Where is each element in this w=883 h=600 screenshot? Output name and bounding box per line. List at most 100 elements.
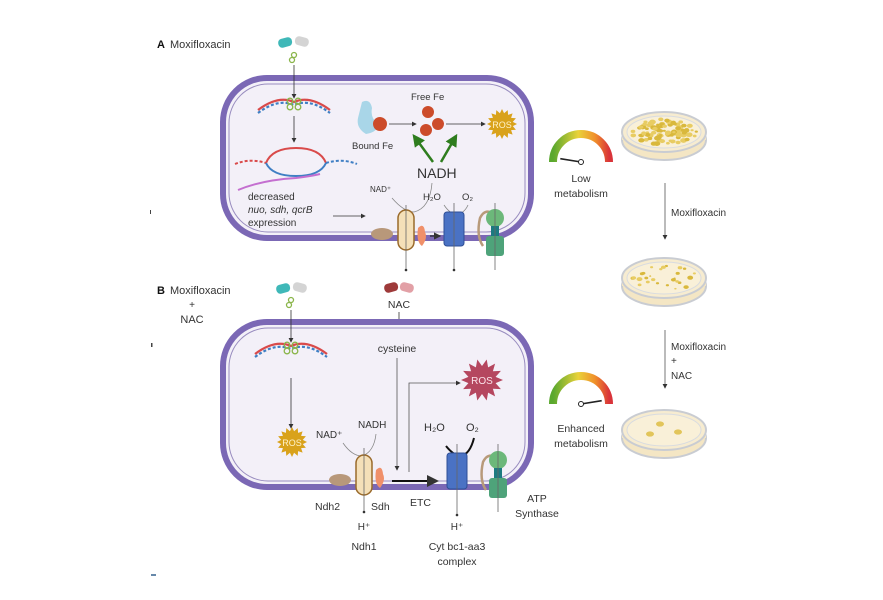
arrow2-label-line2: + (671, 356, 677, 367)
bound-iron-icon (373, 117, 387, 131)
colony (692, 272, 696, 275)
colony (641, 131, 647, 135)
colony (630, 129, 636, 134)
plate-moxifloxacin (621, 257, 707, 307)
colony (687, 275, 694, 280)
colony (686, 123, 693, 128)
colony (644, 132, 651, 137)
etc-label: ETC (410, 497, 431, 509)
colony (659, 267, 663, 271)
colony (690, 129, 694, 132)
colony (645, 280, 650, 284)
arrow2-label-line3: NAC (671, 371, 692, 382)
margin-mark (150, 210, 151, 214)
dna-gyrase-icon-b (254, 341, 328, 358)
ros-icon-b-right (461, 359, 503, 401)
colony (677, 266, 683, 270)
colony (685, 132, 693, 138)
colony (642, 122, 647, 126)
nad-plus-label-a: NAD⁺ (370, 185, 391, 194)
colony (638, 138, 645, 143)
panel-b-title-line1: Moxifloxacin (170, 285, 231, 297)
colony (637, 283, 642, 287)
colony (639, 272, 645, 276)
colony (661, 265, 666, 269)
colony (662, 124, 667, 128)
nac-label: NAC (388, 299, 411, 311)
moxifloxacin-capsule-icon-b (276, 282, 307, 309)
panel-a-title: Moxifloxacin (170, 39, 231, 51)
colony (681, 130, 688, 135)
ros-icon-a (487, 109, 517, 139)
colony (672, 122, 677, 126)
gauge-label-enhanced-2: metabolism (554, 438, 608, 450)
atp-label-line2: Synthase (515, 508, 559, 520)
nad-plus-label-b: NAD⁺ (316, 430, 342, 441)
nadh-arrow-right (439, 133, 458, 163)
h-plus-label-2: H⁺ (451, 522, 464, 533)
expression-label-line1: decreased (248, 192, 295, 203)
colony (684, 137, 690, 142)
colony (644, 127, 649, 131)
colony (675, 140, 681, 145)
colony (659, 139, 666, 144)
dna-gyrase-icon (257, 97, 331, 114)
colony (655, 282, 660, 285)
colony (675, 280, 679, 283)
arrow2-label-line1: Moxifloxacin (671, 342, 726, 353)
colony (653, 141, 661, 146)
ndh1-label: Ndh1 (351, 541, 376, 553)
atp-label-line1: ATP (527, 493, 547, 505)
colony (651, 278, 656, 282)
nadh-arrow-left (412, 133, 435, 163)
colony (630, 133, 637, 138)
h-plus-label-1: H⁺ (358, 522, 371, 533)
colony (664, 130, 672, 136)
colony (682, 267, 687, 270)
o2-label-b: O₂ (466, 422, 479, 434)
colony (658, 129, 664, 133)
nadh-label-b: NADH (358, 420, 386, 431)
h2o-label-a: H₂O (423, 192, 441, 203)
panel-b: B Moxifloxacin + NAC NAC R (157, 282, 613, 568)
expression-label-line2: nuo, sdh, qcrB (248, 205, 313, 216)
colony (692, 134, 697, 138)
plate-untreated (621, 111, 707, 161)
transcription-bubble-icon (234, 146, 358, 191)
colony (670, 278, 676, 282)
colony (658, 117, 664, 122)
gauge-label-enhanced-1: Enhanced (557, 423, 604, 435)
colony (662, 129, 666, 132)
colony (647, 136, 653, 141)
colony (672, 131, 676, 134)
panel-b-title-line2: + (189, 300, 195, 311)
colony (683, 285, 689, 289)
sdh-label: Sdh (371, 501, 390, 513)
colony (675, 132, 683, 138)
metabolism-gauge-low (549, 130, 613, 165)
o2-label-a: O₂ (462, 192, 473, 203)
panel-b-title-line3: NAC (180, 314, 203, 326)
colony (670, 139, 676, 144)
metabolism-gauge-enhanced (549, 372, 613, 407)
colony (664, 118, 670, 123)
margin-mark (151, 574, 156, 576)
iron-binding-protein-icon (357, 100, 378, 134)
colony (680, 128, 685, 132)
colony (644, 276, 649, 280)
nadh-label-a: NADH (417, 165, 457, 181)
ros-icon-b-left (277, 427, 307, 457)
colony (654, 135, 661, 141)
ros-label-b-right: ROS (471, 376, 493, 387)
panel-b-letter: B (157, 285, 165, 297)
colony (669, 133, 674, 137)
ndh2-label: Ndh2 (315, 501, 340, 513)
bound-fe-label: Bound Fe (352, 141, 393, 152)
sdh-protein-icon-b (375, 467, 384, 488)
ros-label-a: ROS (492, 120, 512, 130)
moxifloxacin-capsule-icon (278, 36, 309, 64)
cyt-label-line2: complex (437, 556, 477, 568)
gauge-label-low-1: Low (571, 173, 591, 185)
colony (650, 266, 654, 269)
